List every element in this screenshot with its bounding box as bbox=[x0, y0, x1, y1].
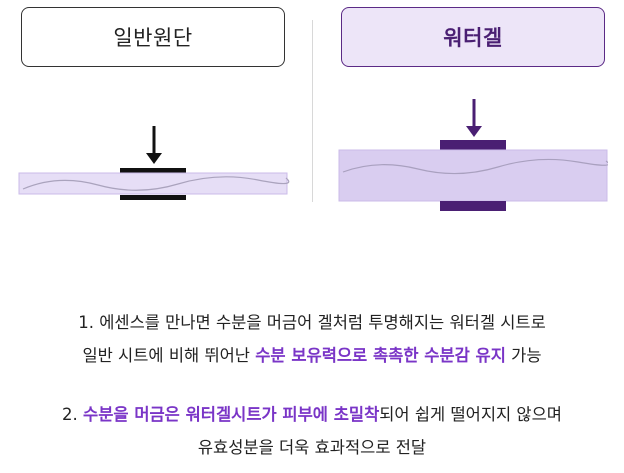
note-1-line-2-post: 가능 bbox=[505, 346, 542, 365]
general-fabric-label-text: 일반원단 bbox=[113, 26, 193, 50]
down-arrow-icon bbox=[466, 126, 482, 137]
bottom-press-plate bbox=[120, 195, 186, 200]
note-1-line-2: 일반 시트에 비해 뛰어난 수분 보유력으로 촉촉한 수분감 유지 가능 bbox=[0, 339, 624, 372]
note-1-line-2-pre: 일반 시트에 비해 뛰어난 bbox=[82, 346, 256, 365]
water-gel-label: 워터겔 bbox=[341, 7, 605, 67]
note-2-line-1: 2. 수분을 머금은 워터겔시트가 피부에 초밀착되어 쉽게 떨어지지 않으며 bbox=[0, 398, 624, 431]
general-fabric-diagram bbox=[18, 126, 290, 200]
note-2: 2. 수분을 머금은 워터겔시트가 피부에 초밀착되어 쉽게 떨어지지 않으며 … bbox=[0, 398, 624, 464]
general-fabric-label: 일반원단 bbox=[21, 7, 285, 67]
bottom-press-plate bbox=[440, 201, 506, 211]
note-2-line-1-pre: 2. bbox=[62, 405, 84, 424]
note-2-highlight: 수분을 머금은 워터겔시트가 피부에 초밀착 bbox=[83, 405, 380, 424]
note-1: 1. 에센스를 만나면 수분을 머금어 겔처럼 투명해지는 워터겔 시트로 일반… bbox=[0, 306, 624, 372]
note-1-highlight: 수분 보유력으로 촉촉한 수분감 유지 bbox=[255, 346, 506, 365]
thin-sheet bbox=[18, 172, 288, 195]
top-press-plate bbox=[440, 140, 506, 150]
note-1-line-1: 1. 에센스를 만나면 수분을 머금어 겔처럼 투명해지는 워터겔 시트로 bbox=[78, 313, 546, 332]
gel-sheet bbox=[338, 149, 608, 202]
center-divider bbox=[312, 20, 313, 202]
top-press-plate bbox=[120, 168, 186, 173]
water-gel-diagram bbox=[338, 99, 608, 211]
skin-wave-line bbox=[342, 158, 608, 175]
skin-wave-line bbox=[22, 176, 290, 191]
note-2-line-1-post: 되어 쉽게 떨어지지 않으며 bbox=[379, 405, 562, 424]
note-2-line-2: 유효성분을 더욱 효과적으로 전달 bbox=[197, 438, 427, 457]
down-arrow-icon bbox=[146, 153, 162, 164]
water-gel-label-text: 워터겔 bbox=[443, 26, 503, 50]
